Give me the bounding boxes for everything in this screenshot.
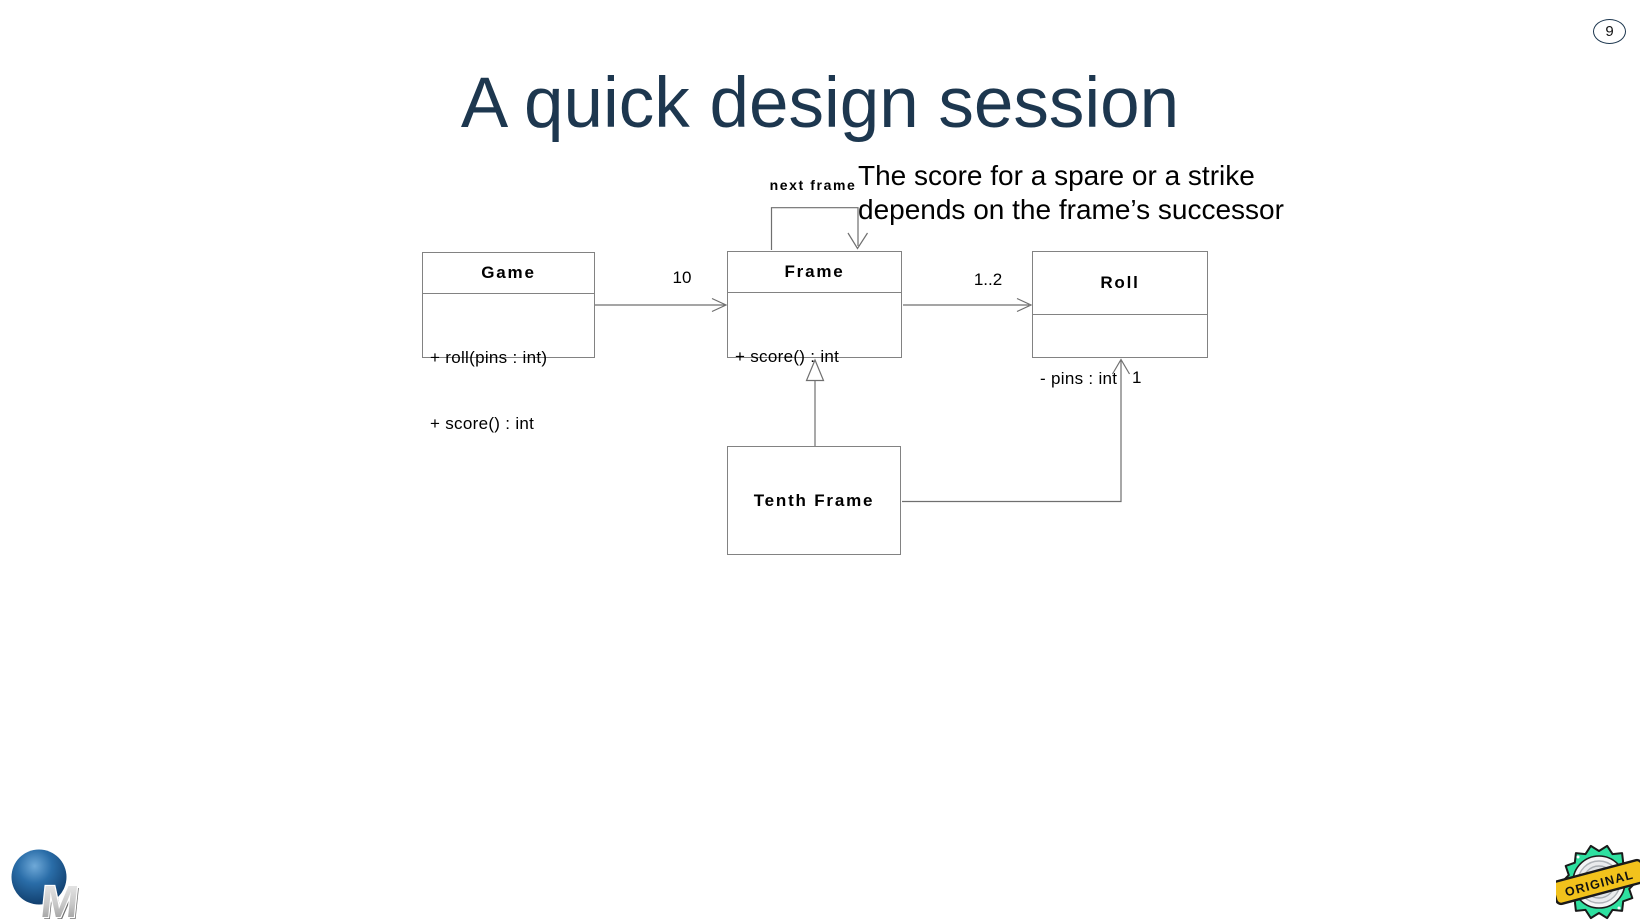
- member-roll: + roll(pins : int): [430, 348, 548, 367]
- member-score: + score() : int: [735, 347, 840, 366]
- original-badge: ORIGINAL: [1556, 844, 1640, 920]
- class-members-roll: - pins : int: [1033, 315, 1207, 434]
- class-members-game: + roll(pins : int) + score() : int: [423, 294, 594, 479]
- association-frame-self-loop: [770, 207, 869, 250]
- member-score: + score() : int: [430, 414, 535, 433]
- class-box-tenth-frame: Tenth Frame: [727, 446, 901, 555]
- class-name-game: Game: [423, 253, 594, 294]
- class-name-frame: Frame: [728, 252, 901, 293]
- multiplicity-game-frame: 10: [672, 268, 692, 287]
- class-box-game: Game + roll(pins : int) + score() : int: [422, 252, 595, 433]
- slide-title: A quick design session: [460, 64, 1180, 143]
- logo-letter-shadow: M: [40, 878, 83, 920]
- multiplicity-tenth-roll: 1: [1132, 368, 1142, 387]
- multiplicity-frame-roll: 1..2: [973, 270, 1003, 289]
- badge-sparkle: [1576, 855, 1580, 859]
- class-box-frame: Frame + score() : int: [727, 251, 902, 366]
- class-name-roll: Roll: [1033, 252, 1207, 315]
- class-box-roll: Roll - pins : int: [1032, 251, 1208, 388]
- badge-banner: [1556, 858, 1640, 906]
- annotation-line-1: The score for a spare or a strike: [858, 160, 1255, 191]
- association-frame-roll: [903, 297, 1033, 313]
- logo-sphere-icon: [11, 849, 67, 905]
- member-pins: - pins : int: [1040, 369, 1118, 388]
- badge-sparkle: [1617, 906, 1621, 910]
- object-mentor-logo: M M: [11, 849, 83, 920]
- class-name-tenth-frame: Tenth Frame: [753, 490, 875, 510]
- annotation-line-2: depends on the frame’s successor: [858, 193, 1284, 225]
- page-number-badge: 9: [1593, 19, 1626, 44]
- label-next-frame: next frame: [769, 177, 857, 193]
- annotation-note: The score for a spare or a strike depend…: [858, 159, 1284, 226]
- logo-letter: M: [38, 876, 81, 920]
- class-members-frame: + score() : int: [728, 293, 901, 412]
- association-game-frame: [595, 297, 728, 313]
- page-number-value: 9: [1605, 23, 1614, 40]
